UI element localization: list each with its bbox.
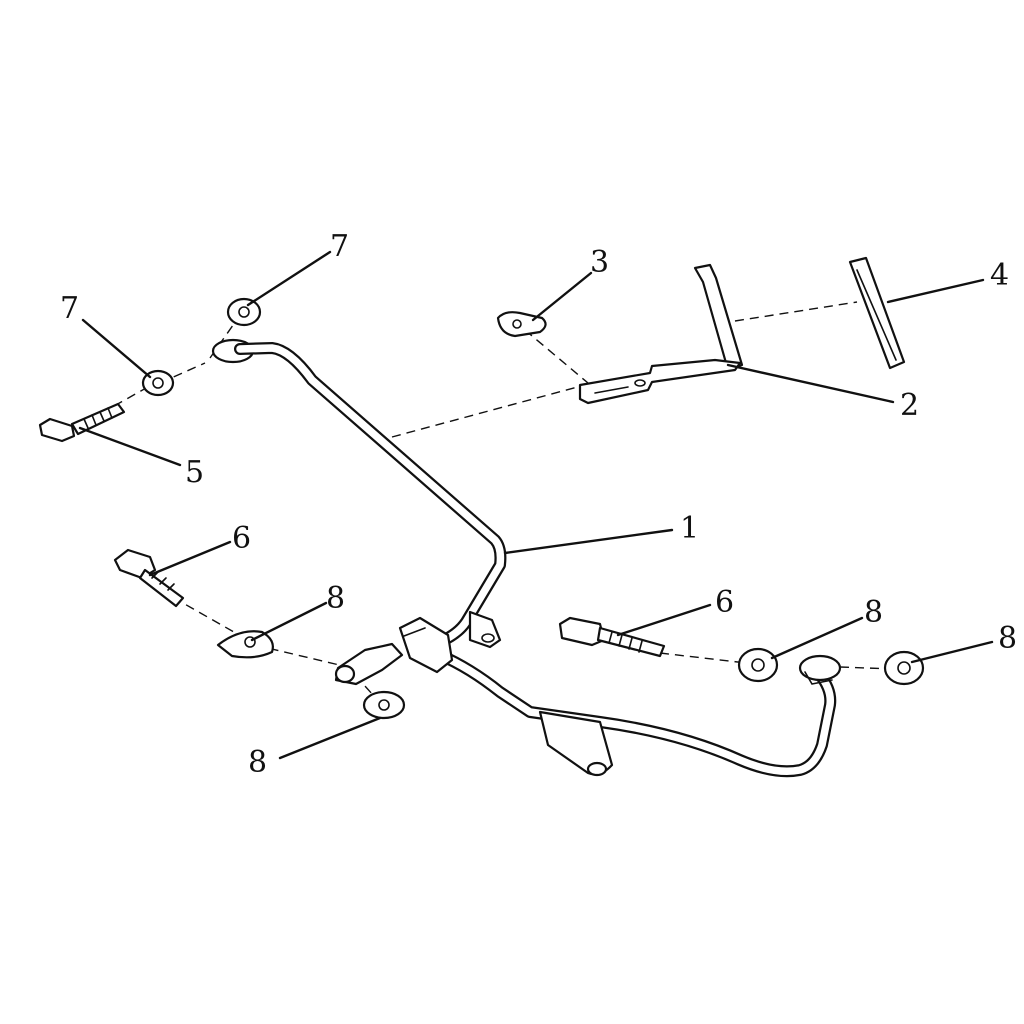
callout-8-center: 8 (864, 595, 883, 630)
callout-8-left: 8 (326, 581, 345, 616)
bracket-part-2 (578, 263, 744, 405)
callout-1: 1 (680, 511, 699, 546)
washer-part-8-bottom (362, 690, 406, 720)
nut-part-8-center (737, 647, 779, 683)
callout-8-bottom: 8 (248, 745, 267, 780)
callout-3: 3 (590, 245, 609, 280)
leader-lines (78, 250, 994, 760)
callout-2: 2 (900, 388, 919, 423)
washer-part-8-left (216, 630, 274, 659)
strap-part-4 (848, 256, 906, 370)
callout-labels: 1 2 3 4 5 6 6 7 7 8 8 8 8 (60, 229, 1017, 780)
callout-6-left: 6 (232, 521, 251, 556)
callout-8-right: 8 (998, 621, 1017, 656)
callout-5: 5 (185, 455, 204, 490)
nut-part-8-right (883, 650, 925, 686)
washer-part-7-upper (226, 297, 262, 327)
bolt-part-5 (38, 402, 126, 443)
bolt-part-6-right (558, 616, 666, 658)
callout-7-upper: 7 (330, 229, 349, 264)
bolt-part-6-left (113, 548, 185, 608)
callout-7-left: 7 (60, 291, 79, 326)
callout-4: 4 (990, 258, 1009, 293)
pipe-assembly-part-1 (211, 338, 842, 778)
callout-6-right: 6 (715, 585, 734, 620)
